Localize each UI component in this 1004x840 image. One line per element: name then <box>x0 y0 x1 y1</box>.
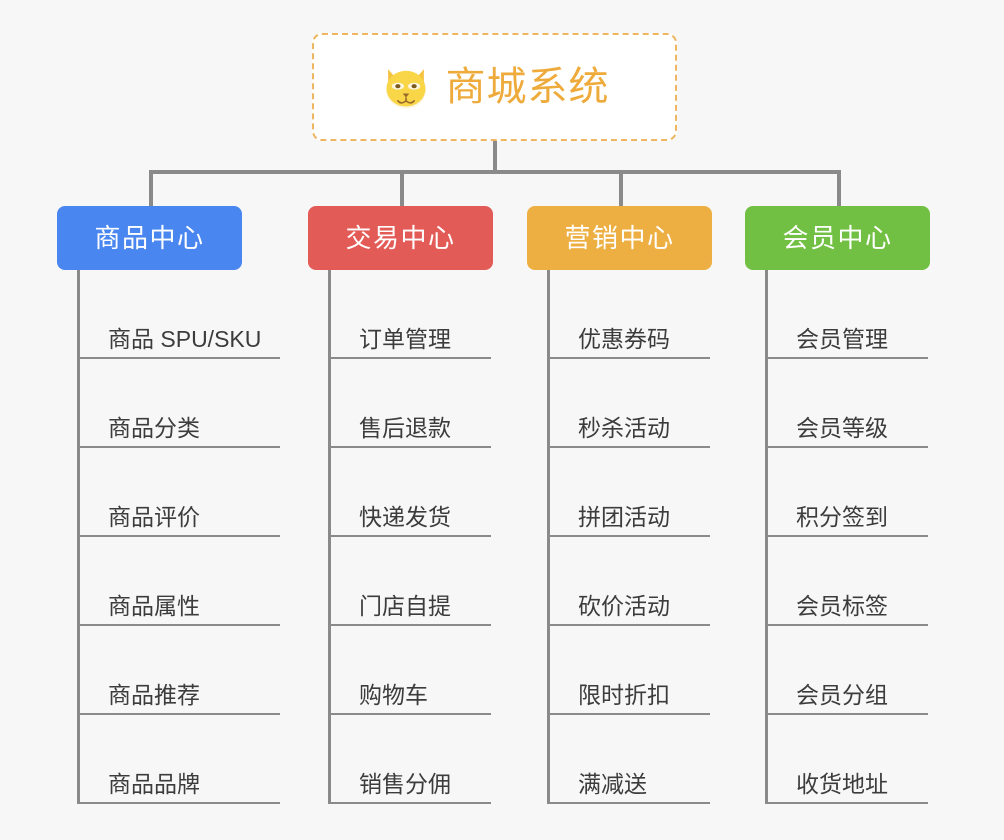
list-item[interactable]: 商品评价 <box>80 448 280 537</box>
list-item[interactable]: 商品分类 <box>80 359 280 448</box>
leaf-label: 拼团活动 <box>578 504 670 530</box>
leaf-list-marketing-center: 优惠券码 秒杀活动 拼团活动 砍价活动 限时折扣 满减送 <box>547 270 712 804</box>
list-item[interactable]: 秒杀活动 <box>550 359 710 448</box>
category-header-trade-center[interactable]: 交易中心 <box>308 206 493 270</box>
category-header-product-center[interactable]: 商品中心 <box>57 206 242 270</box>
leaf-label: 限时折扣 <box>578 682 670 708</box>
list-item[interactable]: 订单管理 <box>331 270 491 359</box>
root-node-shop-system[interactable]: 商城系统 <box>312 33 677 141</box>
leaf-label: 积分签到 <box>796 504 888 530</box>
connector-root-stem <box>493 141 497 173</box>
leaf-label: 商品属性 <box>108 593 200 619</box>
list-item[interactable]: 购物车 <box>331 626 491 715</box>
leaf-label: 商品品牌 <box>108 771 200 797</box>
leaf-list-product-center: 商品 SPU/SKU 商品分类 商品评价 商品属性 商品推荐 商品品牌 <box>77 270 280 804</box>
category-header-member-center[interactable]: 会员中心 <box>745 206 930 270</box>
leaf-label: 购物车 <box>359 682 428 708</box>
leaf-label: 商品推荐 <box>108 682 200 708</box>
list-item[interactable]: 商品属性 <box>80 537 280 626</box>
leaf-label: 会员管理 <box>796 326 888 352</box>
list-item[interactable]: 商品推荐 <box>80 626 280 715</box>
leaf-label: 会员标签 <box>796 593 888 619</box>
list-item[interactable]: 会员等级 <box>768 359 928 448</box>
connector-horizontal-bus <box>149 170 841 174</box>
list-item[interactable]: 积分签到 <box>768 448 928 537</box>
leaf-label: 秒杀活动 <box>578 415 670 441</box>
leaf-label: 商品评价 <box>108 504 200 530</box>
leaf-label: 订单管理 <box>359 326 451 352</box>
list-item[interactable]: 会员管理 <box>768 270 928 359</box>
list-item[interactable]: 会员分组 <box>768 626 928 715</box>
list-item[interactable]: 砍价活动 <box>550 537 710 626</box>
root-title: 商城系统 <box>445 65 610 109</box>
category-header-marketing-center[interactable]: 营销中心 <box>527 206 712 270</box>
leaf-list-member-center: 会员管理 会员等级 积分签到 会员标签 会员分组 收货地址 <box>765 270 930 804</box>
branch-member-center: 会员中心 会员管理 会员等级 积分签到 会员标签 会员分组 收货地址 <box>745 206 930 804</box>
branch-product-center: 商品中心 商品 SPU/SKU 商品分类 商品评价 商品属性 商品推荐 商品品牌 <box>57 206 280 804</box>
connector-drop-2 <box>400 173 404 206</box>
list-item[interactable]: 商品 SPU/SKU <box>80 270 280 359</box>
list-item[interactable]: 限时折扣 <box>550 626 710 715</box>
shiba-dog-face-icon <box>386 69 425 109</box>
leaf-label: 满减送 <box>578 771 647 797</box>
leaf-label: 收货地址 <box>796 771 888 797</box>
list-item[interactable]: 快递发货 <box>331 448 491 537</box>
leaf-label: 砍价活动 <box>578 593 670 619</box>
leaf-label: 商品分类 <box>108 415 200 441</box>
list-item[interactable]: 优惠券码 <box>550 270 710 359</box>
leaf-label: 会员等级 <box>796 415 888 441</box>
list-item[interactable]: 门店自提 <box>331 537 491 626</box>
list-item[interactable]: 满减送 <box>550 715 710 804</box>
list-item[interactable]: 收货地址 <box>768 715 928 804</box>
leaf-label: 快递发货 <box>359 504 451 530</box>
leaf-label: 销售分佣 <box>359 771 451 797</box>
connector-drop-1 <box>149 173 153 206</box>
category-title: 会员中心 <box>782 223 893 253</box>
connector-drop-3 <box>619 173 623 206</box>
leaf-label: 门店自提 <box>359 593 451 619</box>
leaf-label: 售后退款 <box>359 415 451 441</box>
leaf-label: 商品 SPU/SKU <box>108 326 262 352</box>
list-item[interactable]: 商品品牌 <box>80 715 280 804</box>
list-item[interactable]: 拼团活动 <box>550 448 710 537</box>
list-item[interactable]: 销售分佣 <box>331 715 491 804</box>
leaf-label: 会员分组 <box>796 682 888 708</box>
category-title: 交易中心 <box>345 223 456 253</box>
connector-drop-4 <box>837 173 841 206</box>
branch-marketing-center: 营销中心 优惠券码 秒杀活动 拼团活动 砍价活动 限时折扣 满减送 <box>527 206 712 804</box>
category-title: 商品中心 <box>94 223 205 253</box>
leaf-label: 优惠券码 <box>578 326 670 352</box>
category-title: 营销中心 <box>564 223 675 253</box>
list-item[interactable]: 会员标签 <box>768 537 928 626</box>
list-item[interactable]: 售后退款 <box>331 359 491 448</box>
leaf-list-trade-center: 订单管理 售后退款 快递发货 门店自提 购物车 销售分佣 <box>328 270 493 804</box>
branch-trade-center: 交易中心 订单管理 售后退款 快递发货 门店自提 购物车 销售分佣 <box>308 206 493 804</box>
